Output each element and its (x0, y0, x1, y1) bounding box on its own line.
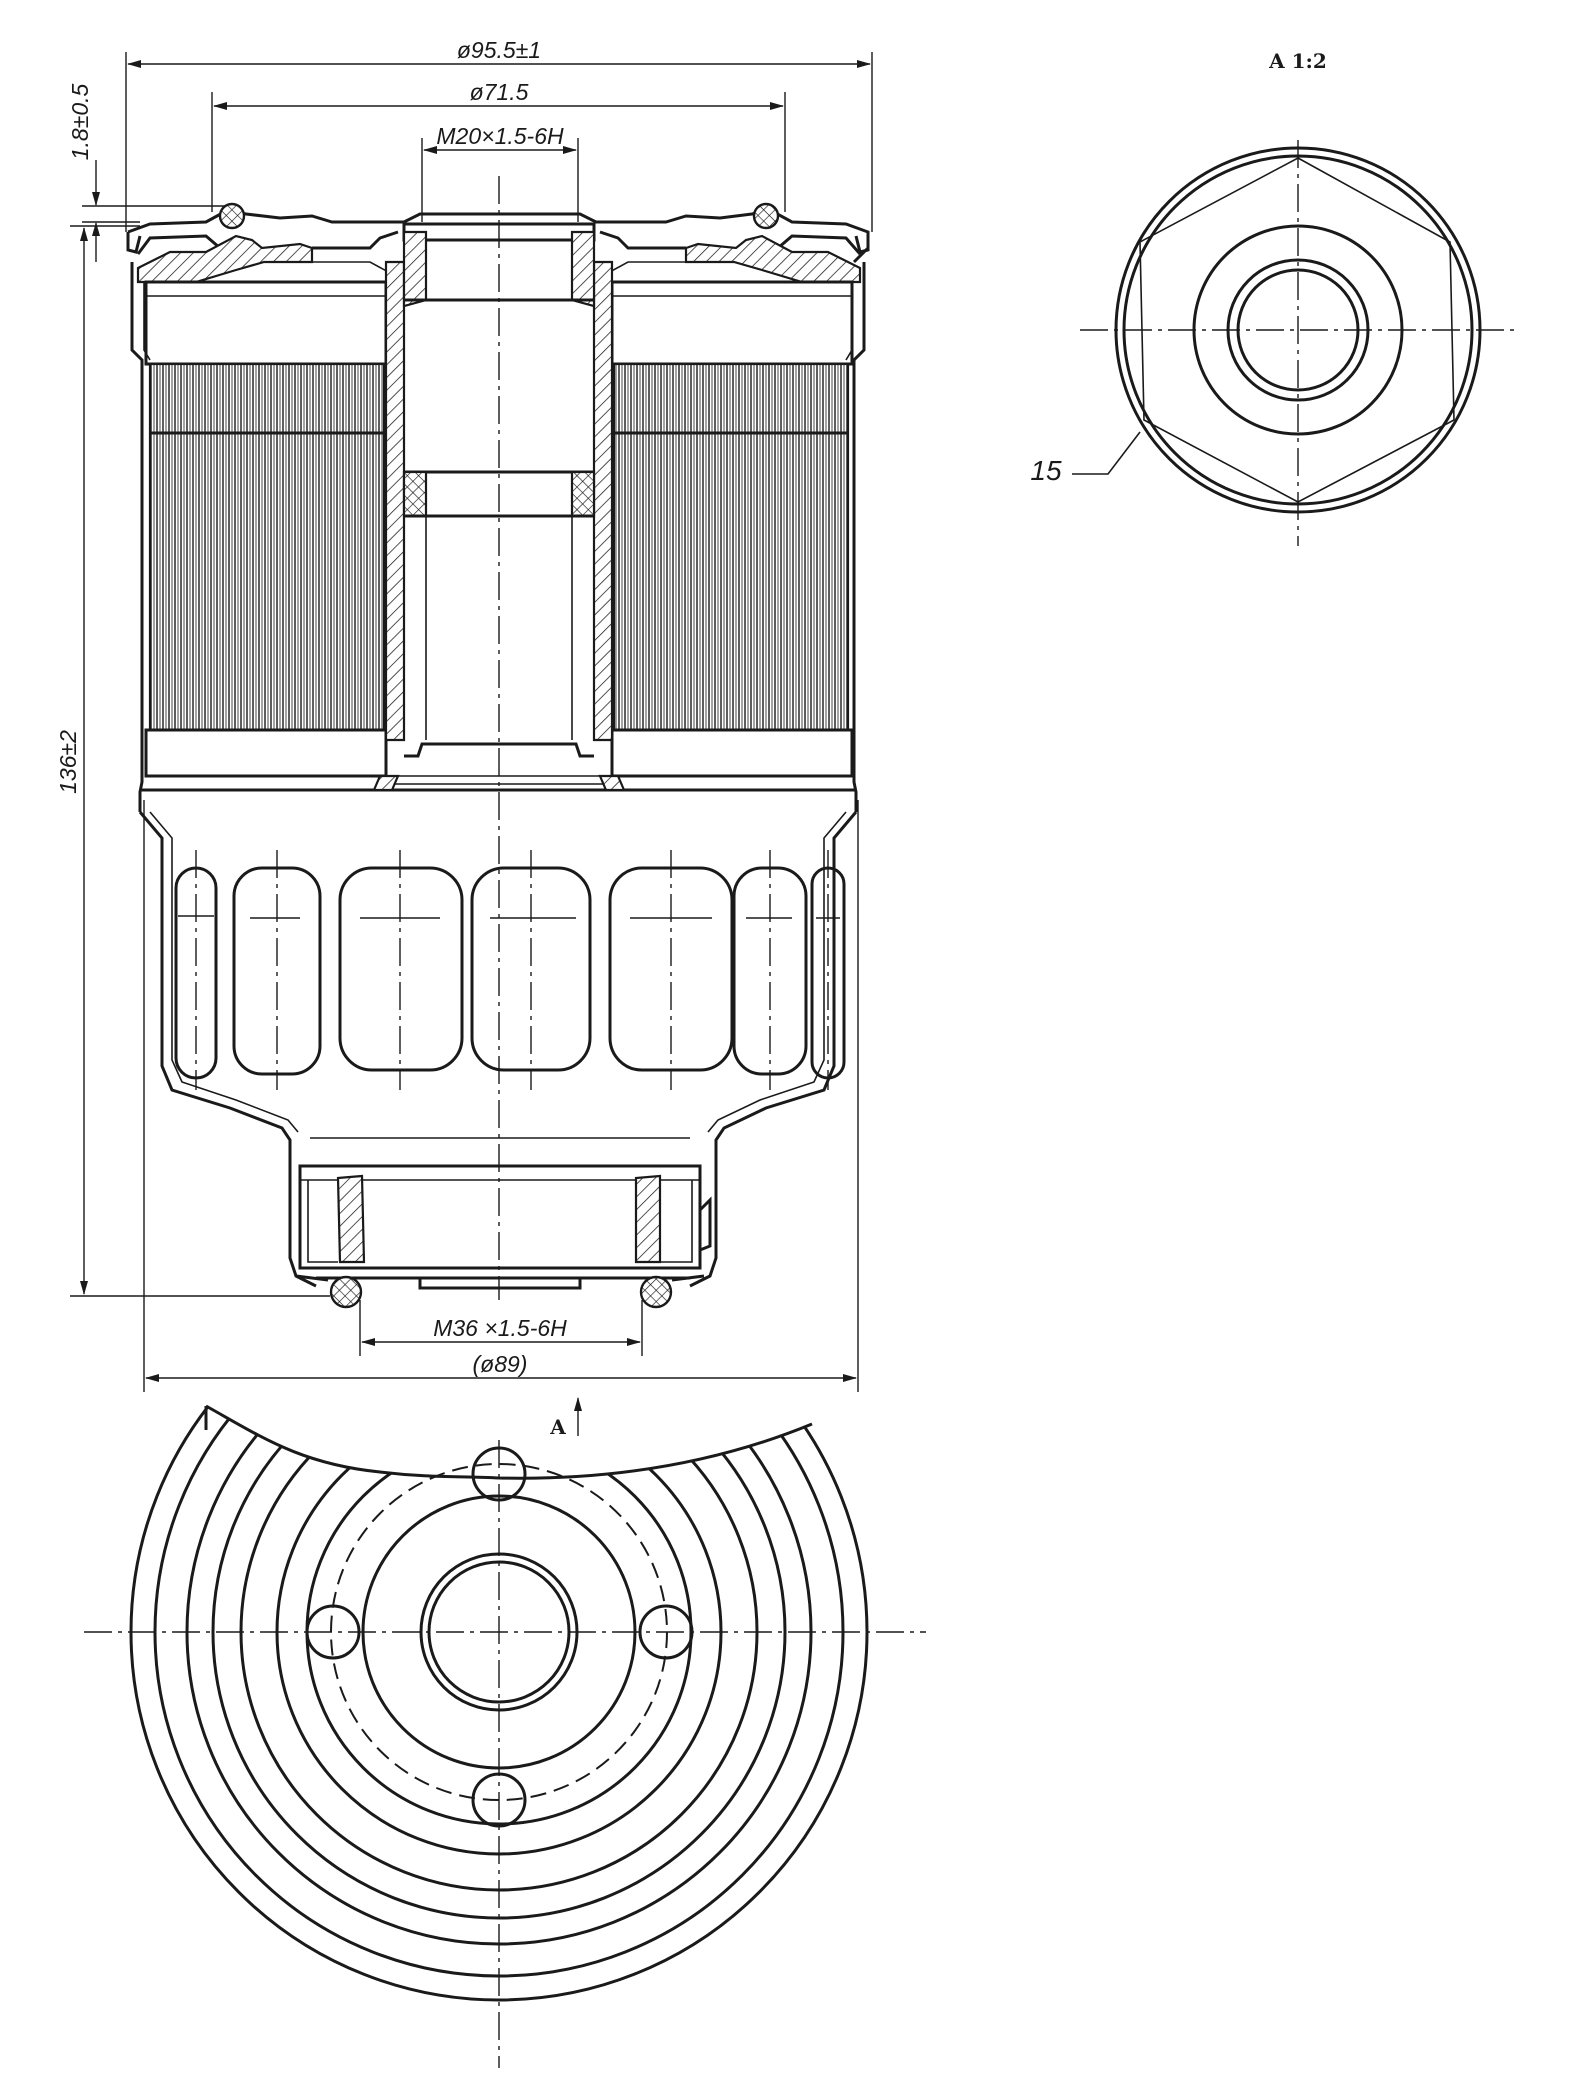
section-arrow-a: A (549, 1397, 582, 1439)
center-seal-left (402, 470, 428, 518)
section-view: ø95.5±1 ø71.5 M20×1.5-6H 1.8±0.5 (55, 37, 873, 1439)
dim-height-label: 136±2 (55, 730, 81, 794)
outlet-seal-ring-right (639, 1275, 673, 1309)
filter-media-left (148, 362, 386, 732)
element-bottom-end-cap (140, 728, 856, 792)
top-gasket-left (218, 202, 246, 230)
dim-body-diameter-label: (ø89) (473, 1351, 528, 1377)
outlet-fitting (295, 1164, 712, 1309)
detail-callout-number: 15 (1030, 455, 1062, 486)
outlet-thread-insert-right (634, 1174, 662, 1264)
cap-wall-right (684, 234, 862, 284)
outlet-seal-ring-left (329, 1275, 363, 1309)
dim-gasket-offset-label: 1.8±0.5 (67, 84, 93, 161)
bottom-view-cut-edge (205, 1404, 813, 1480)
dim-inlet-thread: M20×1.5-6H (421, 123, 579, 222)
dim-gasket-offset: 1.8±0.5 (67, 84, 226, 262)
cap-wall-left (136, 234, 314, 284)
dim-outer-diameter-label: ø95.5±1 (457, 37, 541, 63)
dim-inlet-thread-label: M20×1.5-6H (436, 123, 564, 149)
bowl-body (138, 811, 858, 1288)
dim-seal-diameter: ø71.5 (211, 79, 786, 212)
bowl-window-3 (338, 866, 464, 1072)
dim-height: 136±2 (55, 225, 330, 1297)
dim-seal-diameter-label: ø71.5 (470, 79, 529, 105)
top-gasket-right (752, 202, 780, 230)
section-arrow-a-label: A (549, 1415, 566, 1439)
dim-outlet-thread-label: M36 ×1.5-6H (433, 1315, 567, 1341)
bottom-view (84, 1404, 926, 2068)
dim-outlet-thread: M36 ×1.5-6H (359, 1300, 643, 1356)
center-tube (372, 222, 626, 792)
dim-body-diameter: (ø89) (143, 800, 859, 1392)
center-seal-right (570, 470, 596, 518)
outlet-thread-insert-left (336, 1174, 366, 1264)
top-cover (126, 202, 870, 284)
detail-view-label: A 1:2 (1268, 49, 1327, 73)
detail-view-a: A 1:2 15 (1030, 49, 1516, 546)
filter-media-right (612, 362, 850, 732)
dim-outer-diameter: ø95.5±1 (125, 37, 873, 232)
detail-callout-leader: 15 (1030, 431, 1141, 486)
